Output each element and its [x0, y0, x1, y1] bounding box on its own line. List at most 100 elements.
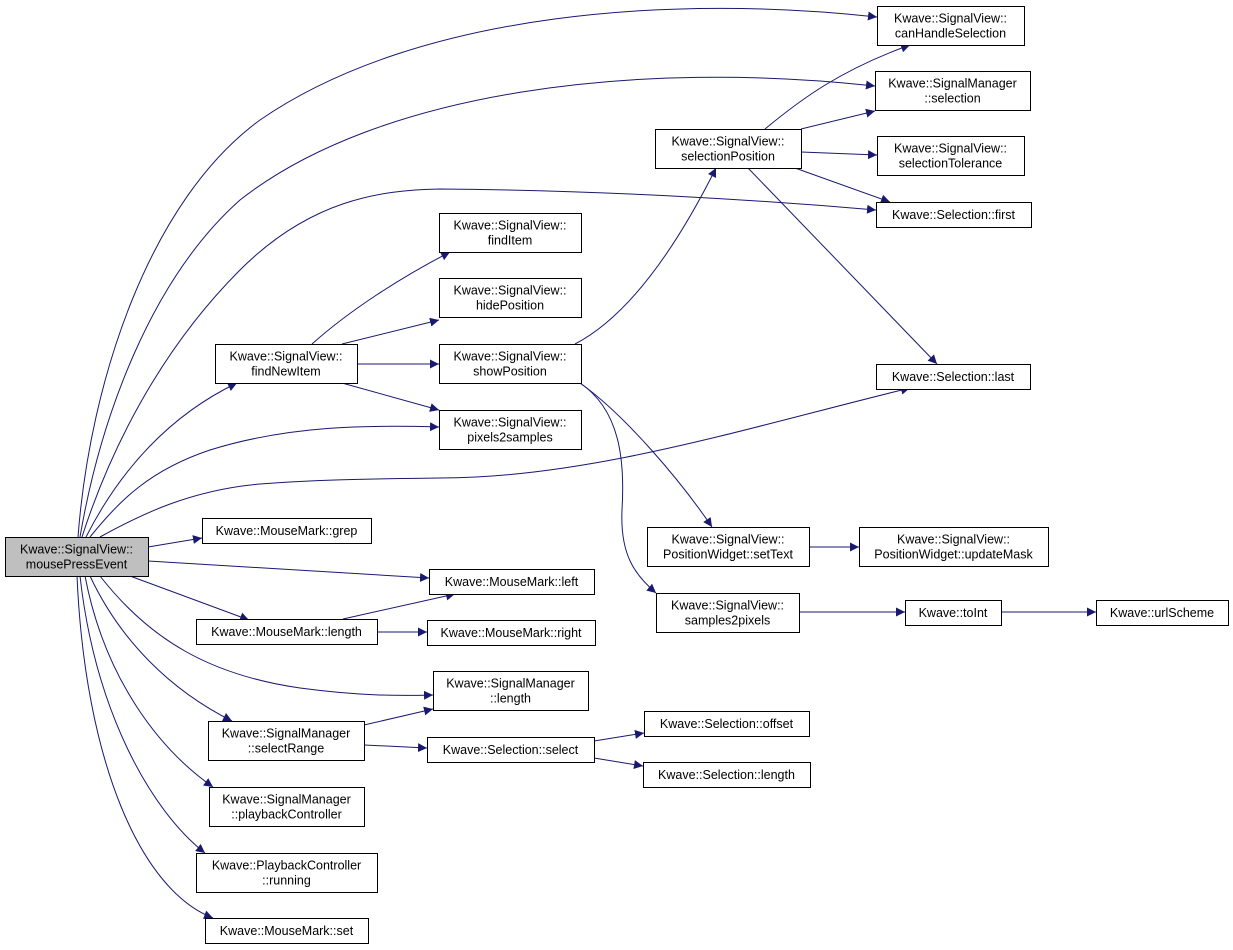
node-smLength[interactable]: Kwave::SignalManager::length: [433, 671, 589, 711]
node-label-line: ::length: [490, 692, 531, 706]
node-label-line: ::running: [262, 874, 311, 888]
node-label-line: Kwave::Selection::last: [892, 370, 1015, 384]
node-box: [429, 569, 595, 595]
edge-findNewItem-to-findItem: [311, 251, 451, 345]
node-label-line: Kwave::SignalView::: [453, 284, 566, 298]
node-box: [877, 136, 1025, 176]
edge-mousePressEvent-to-findNewItem: [85, 382, 238, 538]
node-selectionTolerance[interactable]: Kwave::SignalView::selectionTolerance: [877, 136, 1025, 176]
node-label-line: Kwave::Selection::first: [892, 208, 1015, 222]
node-label-line: ::selection: [924, 92, 980, 106]
node-label-line: Kwave::SignalView::: [671, 533, 784, 547]
node-label-line: Kwave::SignalView::: [453, 350, 566, 364]
edge-showPosition-to-selectionPosition: [574, 167, 717, 345]
node-label-line: Kwave::MouseMark::set: [220, 924, 354, 938]
node-toInt[interactable]: Kwave::toInt: [905, 600, 1002, 626]
node-label-line: selectionPosition: [681, 150, 775, 164]
node-showPosition[interactable]: Kwave::SignalView::showPosition: [439, 344, 582, 384]
node-label-line: Kwave::SignalManager: [888, 77, 1017, 91]
node-mmLength[interactable]: Kwave::MouseMark::length: [196, 619, 378, 645]
node-label-line: Kwave::Selection::length: [658, 768, 795, 782]
node-label-line: hidePosition: [476, 299, 544, 313]
node-selectRange[interactable]: Kwave::SignalManager::selectRange: [208, 721, 365, 761]
node-box: [647, 527, 810, 567]
node-setText[interactable]: Kwave::SignalView::PositionWidget::setTe…: [647, 527, 810, 567]
node-box: [208, 721, 365, 761]
node-hidePosition[interactable]: Kwave::SignalView::hidePosition: [439, 278, 582, 318]
node-mousePressEvent[interactable]: Kwave::SignalView::mousePressEvent: [5, 537, 149, 577]
edge-selectRange-to-selSelect: [363, 743, 428, 753]
node-selLast[interactable]: Kwave::Selection::last: [876, 364, 1031, 390]
node-box: [427, 620, 596, 646]
edge-selSelect-to-selOffset: [593, 729, 645, 742]
node-selLength[interactable]: Kwave::Selection::length: [643, 762, 811, 788]
node-label-line: ::selectRange: [248, 742, 324, 756]
edge-mousePressEvent-to-mmLength: [129, 575, 250, 622]
node-label-line: findItem: [488, 234, 532, 248]
node-mmRight[interactable]: Kwave::MouseMark::right: [427, 620, 596, 646]
node-label-line: ::playbackController: [231, 808, 341, 822]
edge-mousePressEvent-to-pixels2samples: [89, 422, 440, 538]
node-label-line: canHandleSelection: [895, 27, 1006, 41]
node-label-line: Kwave::SignalManager: [222, 727, 351, 741]
node-findItem[interactable]: Kwave::SignalView::findItem: [439, 213, 582, 253]
edge-mousePressEvent-to-pcRunning: [79, 575, 206, 854]
node-label-line: Kwave::SignalView::: [894, 12, 1007, 26]
node-label-line: findNewItem: [251, 365, 320, 379]
edge-selectionPosition-to-selectionTolerance: [800, 150, 878, 160]
node-label-line: Kwave::SignalView::: [20, 543, 133, 557]
node-label-line: PositionWidget::setText: [663, 548, 793, 562]
node-label-line: Kwave::urlScheme: [1110, 606, 1214, 620]
node-box: [876, 364, 1031, 390]
node-urlScheme[interactable]: Kwave::urlScheme: [1096, 600, 1229, 626]
node-selSelect[interactable]: Kwave::Selection::select: [427, 737, 595, 763]
node-label-line: Kwave::MouseMark::right: [440, 626, 582, 640]
node-selOffset[interactable]: Kwave::Selection::offset: [644, 711, 810, 737]
node-findNewItem[interactable]: Kwave::SignalView::findNewItem: [215, 344, 358, 384]
node-updateMask[interactable]: Kwave::SignalView::PositionWidget::updat…: [859, 527, 1049, 567]
node-mmSet[interactable]: Kwave::MouseMark::set: [205, 918, 369, 944]
node-box: [1096, 600, 1229, 626]
node-label-line: mousePressEvent: [26, 558, 128, 572]
nodes-layer: Kwave::SignalView::mousePressEventKwave:…: [5, 6, 1229, 944]
node-label-line: Kwave::Selection::select: [443, 743, 579, 757]
node-smSelection[interactable]: Kwave::SignalManager::selection: [875, 71, 1031, 111]
edge-mousePressEvent-to-selLast: [99, 385, 911, 538]
node-selectionPosition[interactable]: Kwave::SignalView::selectionPosition: [655, 129, 802, 169]
edge-selSelect-to-selLength: [593, 757, 644, 769]
node-label-line: Kwave::toInt: [919, 606, 988, 620]
node-box: [196, 853, 378, 893]
edge-selectionPosition-to-smSelection: [800, 108, 876, 130]
node-box: [875, 71, 1031, 111]
edge-mousePressEvent-to-canHandleSelection: [77, 7, 878, 538]
node-box: [427, 737, 595, 763]
edge-mousePressEvent-to-mmLeft: [147, 560, 430, 582]
node-box: [876, 202, 1032, 228]
edge-selectionPosition-to-canHandleSelection: [764, 43, 911, 130]
node-mmLeft[interactable]: Kwave::MouseMark::left: [429, 569, 595, 595]
node-box: [655, 129, 802, 169]
node-playbackController[interactable]: Kwave::SignalManager::playbackController: [209, 787, 365, 827]
node-box: [205, 918, 369, 944]
node-label-line: Kwave::SignalView::: [894, 142, 1007, 156]
node-label-line: Kwave::MouseMark::grep: [216, 524, 358, 538]
node-box: [905, 600, 1002, 626]
node-samples2pixels[interactable]: Kwave::SignalView::samples2pixels: [656, 593, 800, 633]
node-box: [643, 762, 811, 788]
edge-mousePressEvent-to-smSelection: [79, 76, 876, 538]
edge-selectionPosition-to-selFirst: [794, 167, 891, 204]
edge-selectionPosition-to-selLast: [747, 167, 938, 365]
node-box: [215, 344, 358, 384]
node-selFirst[interactable]: Kwave::Selection::first: [876, 202, 1032, 228]
edges-layer: [76, 7, 1096, 919]
node-box: [439, 410, 582, 450]
edge-mousePressEvent-to-selFirst: [81, 188, 877, 538]
edge-showPosition-to-samples2pixels: [579, 382, 657, 594]
node-box: [433, 671, 589, 711]
node-pixels2samples[interactable]: Kwave::SignalView::pixels2samples: [439, 410, 582, 450]
node-label-line: samples2pixels: [685, 614, 770, 628]
node-label-line: Kwave::PlaybackController: [212, 859, 361, 873]
node-canHandleSelection[interactable]: Kwave::SignalView::canHandleSelection: [877, 6, 1025, 46]
node-pcRunning[interactable]: Kwave::PlaybackController::running: [196, 853, 378, 893]
node-mmGrep[interactable]: Kwave::MouseMark::grep: [202, 518, 372, 544]
